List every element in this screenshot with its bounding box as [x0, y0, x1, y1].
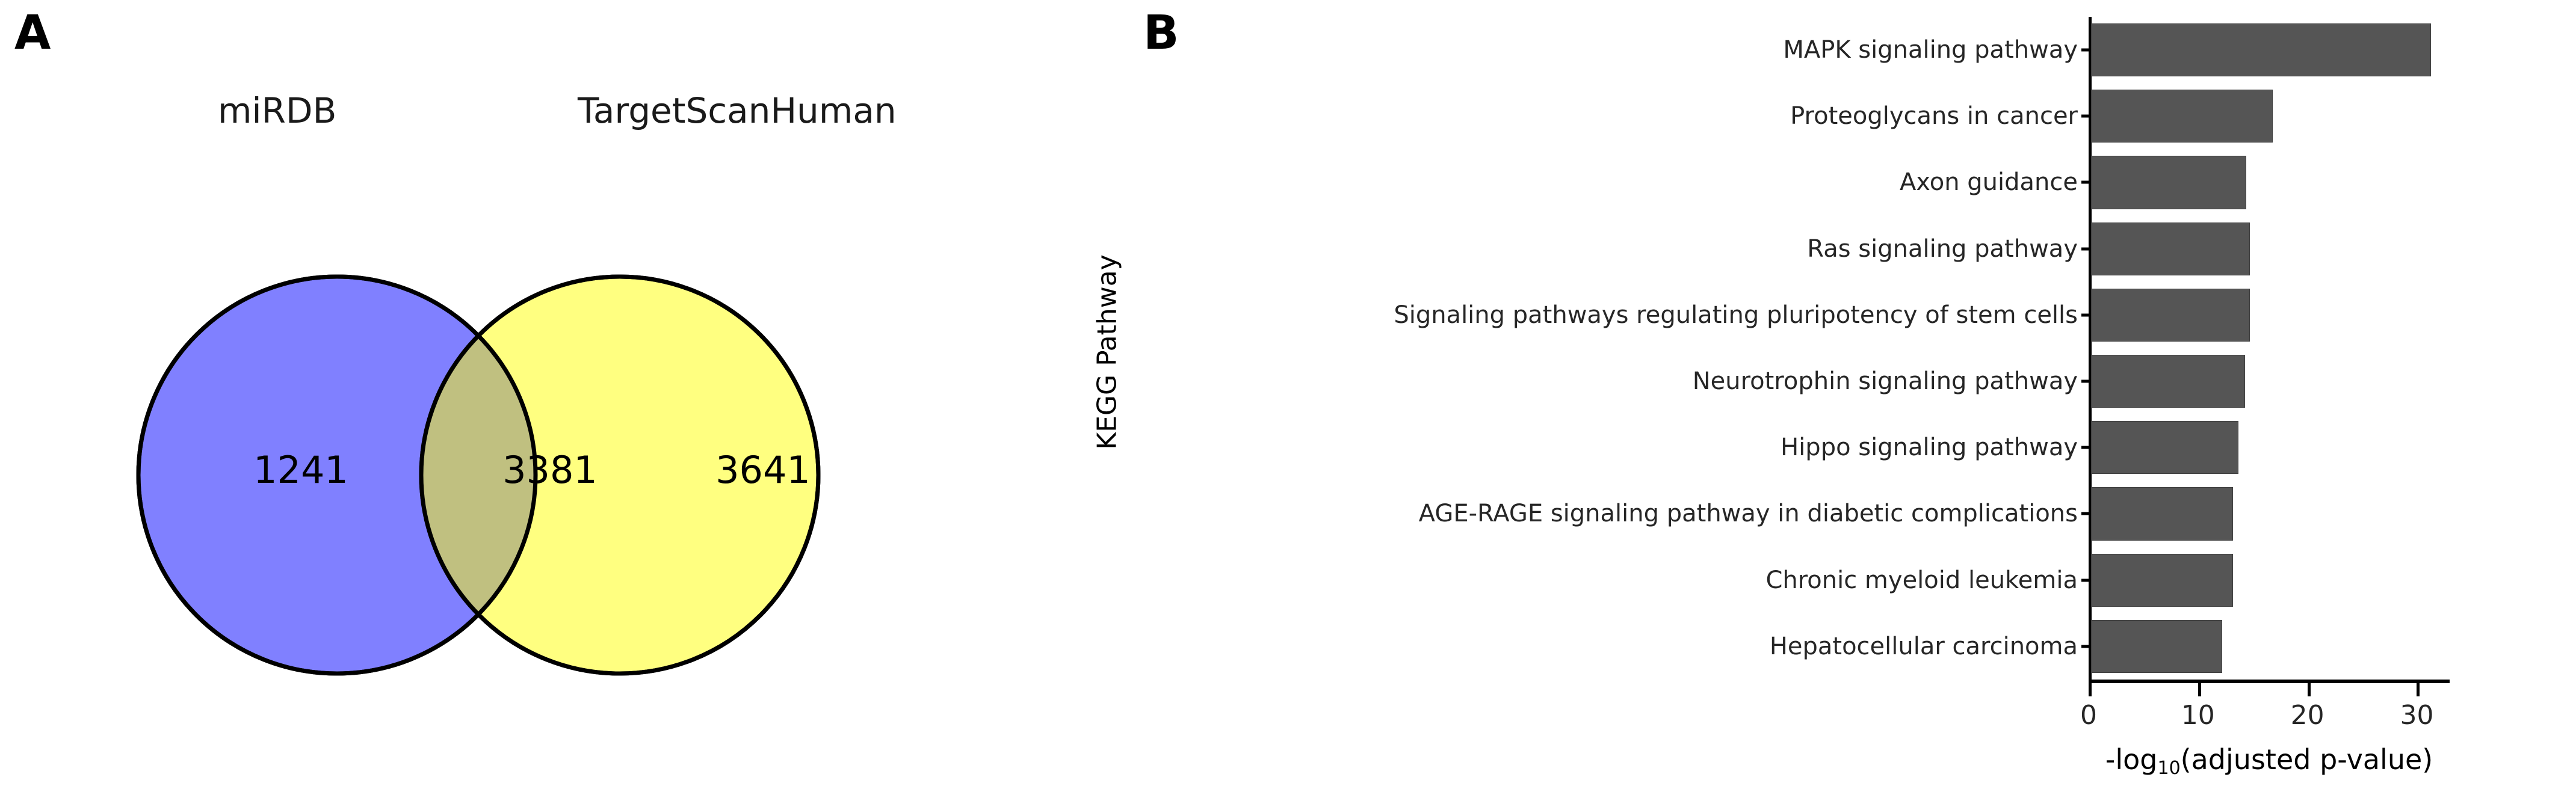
x-axis-line: [2089, 680, 2450, 683]
venn-set-label-mirdb: miRDB: [218, 90, 337, 131]
bar-category-label: Ras signaling pathway: [1807, 235, 2078, 263]
panel-a-venn-diagram: A miRDB Targ: [0, 0, 1077, 798]
y-axis-tick: [2081, 48, 2089, 52]
bar-row: Chronic myeloid leukemia: [1765, 547, 2450, 613]
bar-category-label: AGE-RAGE signaling pathway in diabetic c…: [1418, 500, 2078, 528]
y-axis-tick: [2081, 645, 2089, 648]
x-axis-tick-label: 0: [2080, 700, 2097, 731]
bar-row: Ras signaling pathway: [1807, 216, 2450, 282]
y-axis-title: KEGG Pathway: [1092, 254, 1123, 450]
bar-category-label: Proteoglycans in cancer: [1790, 102, 2078, 130]
y-axis-tick: [2081, 180, 2089, 184]
bar-category-label: Axon guidance: [1899, 168, 2078, 197]
bar-category-label: Neurotrophin signaling pathway: [1692, 367, 2078, 396]
bar[interactable]: [2091, 90, 2273, 143]
y-axis-line: [2089, 17, 2092, 680]
bar-row: Hepatocellular carcinoma: [1770, 613, 2450, 680]
x-axis-title-subscript: 10: [2157, 758, 2181, 779]
x-axis-tick: [2198, 683, 2201, 696]
bar[interactable]: [2091, 288, 2250, 342]
venn-count-mirdb-only: 1241: [253, 448, 348, 492]
bar[interactable]: [2091, 619, 2223, 673]
bar[interactable]: [2091, 23, 2432, 77]
x-axis-tick: [2417, 683, 2420, 696]
bar-row: Axon guidance: [1900, 149, 2450, 215]
x-axis-title-prefix: -log: [2105, 743, 2158, 776]
panel-b-letter: B: [1143, 6, 1179, 60]
bar-row: Hippo signaling pathway: [1781, 414, 2450, 480]
venn-circle-targetscanhuman-outline: [419, 274, 821, 676]
bar[interactable]: [2091, 421, 2239, 474]
y-axis-tick: [2081, 446, 2089, 449]
bar-category-label: Chronic myeloid leukemia: [1765, 566, 2078, 594]
venn-svg: [136, 274, 821, 676]
y-axis-tick: [2081, 512, 2089, 515]
bar-category-label: Signaling pathways regulating pluripoten…: [1394, 301, 2078, 329]
bar-row: MAPK signaling pathway: [1783, 17, 2450, 83]
venn-set-label-targetscanhuman: TargetScanHuman: [578, 90, 897, 131]
y-axis-tick: [2081, 579, 2089, 582]
bar[interactable]: [2091, 156, 2247, 209]
bar-category-label: Hippo signaling pathway: [1781, 434, 2078, 462]
x-axis-title-suffix: (adjusted p-value): [2180, 743, 2433, 776]
x-axis-tick-label: 20: [2290, 700, 2324, 731]
bar-row: Proteoglycans in cancer: [1790, 83, 2450, 149]
venn-count-targetscanhuman-only: 3641: [715, 448, 811, 492]
x-axis-tick-label: 10: [2181, 700, 2215, 731]
bar[interactable]: [2091, 553, 2234, 607]
bar-row: AGE-RAGE signaling pathway in diabetic c…: [1419, 480, 2450, 547]
bar-category-label: Hepatocellular carcinoma: [1769, 632, 2078, 660]
bar[interactable]: [2091, 355, 2246, 408]
x-axis-tick: [2089, 683, 2092, 696]
panel-a-letter: A: [14, 6, 51, 60]
venn-count-intersection: 3381: [502, 448, 598, 492]
bar-row: Neurotrophin signaling pathway: [1693, 348, 2450, 414]
y-axis-tick: [2081, 313, 2089, 317]
x-axis-title: -log10(adjusted p-value): [2089, 743, 2450, 779]
x-axis-tick: [2307, 683, 2311, 696]
y-axis-tick: [2081, 379, 2089, 383]
x-axis-tick-label: 30: [2400, 700, 2434, 731]
bar-row: Signaling pathways regulating pluripoten…: [1394, 282, 2450, 348]
y-axis-tick: [2081, 114, 2089, 118]
y-axis-tick: [2081, 247, 2089, 251]
bar[interactable]: [2091, 487, 2234, 541]
bar[interactable]: [2091, 222, 2250, 275]
venn-circle-mirdb-outline: [136, 274, 538, 676]
venn-stage: miRDB TargetScanHuman 1241 3381 3641: [0, 0, 1077, 798]
bar-category-label: MAPK signaling pathway: [1783, 36, 2078, 64]
